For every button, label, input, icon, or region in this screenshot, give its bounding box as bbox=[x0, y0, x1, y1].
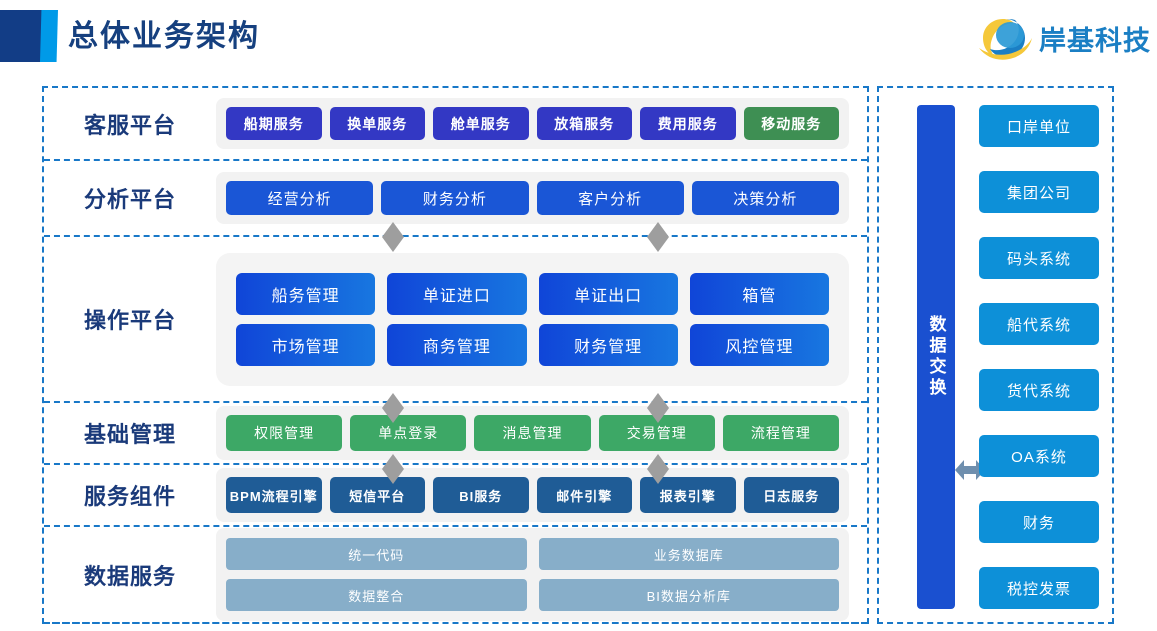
button-customer-analysis[interactable]: 客户分析 bbox=[536, 181, 684, 215]
button-decision-analysis[interactable]: 决策分析 bbox=[691, 181, 839, 215]
button-business-analysis[interactable]: 经营分析 bbox=[226, 181, 374, 215]
external-systems-list: 口岸单位 集团公司 码头系统 船代系统 货代系统 OA系统 财务 税控发票 bbox=[979, 105, 1099, 609]
band-operation-platform: 操作平台 船务管理 单证进口 单证出口 箱管 市场管理 商务管理 财务管理 风控… bbox=[44, 237, 867, 403]
data-services-row-1: 统一代码 业务数据库 bbox=[226, 538, 839, 570]
architecture-stack: 客服平台 船期服务 换单服务 舱单服务 放箱服务 费用服务 移动服务 分析平台 … bbox=[42, 86, 869, 624]
button-sms-platform[interactable]: 短信平台 bbox=[329, 477, 425, 513]
button-manifest-service[interactable]: 舱单服务 bbox=[433, 107, 529, 140]
button-fee-service[interactable]: 费用服务 bbox=[640, 107, 736, 140]
band-label-service-components: 服务组件 bbox=[83, 484, 176, 509]
band-body-operation-platform: 船务管理 单证进口 单证出口 箱管 市场管理 商务管理 财务管理 风控管理 bbox=[216, 252, 849, 386]
button-transaction-management[interactable]: 交易管理 bbox=[598, 415, 715, 451]
panel-customer-service: 船期服务 换单服务 舱单服务 放箱服务 费用服务 移动服务 bbox=[216, 98, 849, 149]
panel-basic-management: 权限管理 单点登录 消息管理 交易管理 流程管理 bbox=[216, 406, 849, 460]
button-document-export[interactable]: 单证出口 bbox=[538, 272, 678, 315]
button-document-import[interactable]: 单证进口 bbox=[387, 272, 527, 315]
panel-service-components: BPM流程引擎 短信平台 BI服务 邮件引擎 报表引擎 日志服务 bbox=[216, 468, 849, 522]
band-data-services: 数据服务 统一代码 业务数据库 数据整合 BI数据分析库 bbox=[44, 527, 867, 624]
external-item-finance[interactable]: 财务 bbox=[979, 501, 1099, 543]
external-item-port-authority[interactable]: 口岸单位 bbox=[979, 105, 1099, 147]
band-body-analysis-platform: 经营分析 财务分析 客户分析 决策分析 bbox=[216, 172, 849, 224]
button-container-management[interactable]: 箱管 bbox=[689, 272, 829, 315]
button-exchange-order-service[interactable]: 换单服务 bbox=[329, 107, 425, 140]
double-arrow-horizontal-icon bbox=[955, 460, 985, 480]
header-accent-stripe bbox=[40, 10, 58, 62]
panel-operation-platform: 船务管理 单证进口 单证出口 箱管 市场管理 商务管理 财务管理 风控管理 bbox=[216, 252, 849, 386]
band-label-operation-platform: 操作平台 bbox=[83, 308, 176, 333]
band-label-data-services: 数据服务 bbox=[83, 563, 176, 589]
wave-circle-logo-icon bbox=[979, 19, 1032, 60]
band-body-service-components: BPM流程引擎 短信平台 BI服务 邮件引擎 报表引擎 日志服务 bbox=[216, 468, 849, 522]
band-label-customer-service: 客服平台 bbox=[83, 112, 176, 138]
external-item-group-company[interactable]: 集团公司 bbox=[979, 171, 1099, 213]
panel-analysis-platform: 经营分析 财务分析 客户分析 决策分析 bbox=[216, 172, 849, 224]
button-market-management[interactable]: 市场管理 bbox=[236, 323, 376, 366]
data-exchange-label: 数据交换 bbox=[926, 315, 946, 399]
architecture-diagram: 客服平台 船期服务 换单服务 舱单服务 放箱服务 费用服务 移动服务 分析平台 … bbox=[42, 86, 1114, 624]
button-risk-management[interactable]: 风控管理 bbox=[689, 323, 829, 366]
button-mail-engine[interactable]: 邮件引擎 bbox=[536, 477, 632, 513]
button-permission-management[interactable]: 权限管理 bbox=[226, 415, 343, 451]
button-log-service[interactable]: 日志服务 bbox=[743, 477, 839, 513]
page-header: 总体业务架构 岸基科技 bbox=[0, 0, 1157, 74]
button-commerce-management[interactable]: 商务管理 bbox=[387, 323, 527, 366]
external-item-oa-system[interactable]: OA系统 bbox=[979, 435, 1099, 477]
button-business-database[interactable]: 业务数据库 bbox=[538, 538, 839, 570]
band-body-basic-management: 权限管理 单点登录 消息管理 交易管理 流程管理 bbox=[216, 406, 849, 460]
button-bpm-process-engine[interactable]: BPM流程引擎 bbox=[226, 477, 322, 513]
band-service-components: 服务组件 BPM流程引擎 短信平台 BI服务 邮件引擎 报表引擎 日志服务 bbox=[44, 465, 867, 527]
brand-name: 岸基科技 bbox=[1039, 25, 1151, 56]
band-analysis-platform: 分析平台 经营分析 财务分析 客户分析 决策分析 bbox=[44, 161, 867, 237]
data-services-row-2: 数据整合 BI数据分析库 bbox=[226, 579, 839, 611]
brand-logo: 岸基科技 bbox=[977, 14, 1151, 62]
button-process-management[interactable]: 流程管理 bbox=[722, 415, 840, 451]
operation-row-2: 市场管理 商务管理 财务管理 风控管理 bbox=[236, 323, 829, 366]
button-financial-analysis[interactable]: 财务分析 bbox=[381, 181, 529, 215]
band-label-basic-management: 基础管理 bbox=[83, 422, 176, 447]
button-unified-code[interactable]: 统一代码 bbox=[226, 538, 527, 570]
button-mobile-service[interactable]: 移动服务 bbox=[743, 107, 839, 140]
external-item-tax-invoice[interactable]: 税控发票 bbox=[979, 567, 1099, 609]
external-item-terminal-system[interactable]: 码头系统 bbox=[979, 237, 1099, 279]
button-message-management[interactable]: 消息管理 bbox=[474, 415, 591, 451]
page-title: 总体业务架构 bbox=[68, 20, 260, 53]
button-shipping-management[interactable]: 船务管理 bbox=[236, 272, 376, 315]
operation-row-1: 船务管理 单证进口 单证出口 箱管 bbox=[236, 272, 829, 315]
button-bi-data-warehouse[interactable]: BI数据分析库 bbox=[538, 579, 839, 611]
band-customer-service: 客服平台 船期服务 换单服务 舱单服务 放箱服务 费用服务 移动服务 bbox=[44, 88, 867, 161]
button-data-integration[interactable]: 数据整合 bbox=[226, 579, 527, 611]
button-bi-service[interactable]: BI服务 bbox=[433, 477, 529, 513]
button-ship-schedule-service[interactable]: 船期服务 bbox=[226, 107, 322, 140]
external-item-freight-forwarder-system[interactable]: 货代系统 bbox=[979, 369, 1099, 411]
button-container-release-service[interactable]: 放箱服务 bbox=[536, 107, 632, 140]
band-label-analysis-platform: 分析平台 bbox=[83, 187, 176, 212]
band-body-customer-service: 船期服务 换单服务 舱单服务 放箱服务 费用服务 移动服务 bbox=[216, 98, 849, 149]
external-item-shipping-agency-system[interactable]: 船代系统 bbox=[979, 303, 1099, 345]
button-single-sign-on[interactable]: 单点登录 bbox=[350, 415, 467, 451]
button-report-engine[interactable]: 报表引擎 bbox=[640, 477, 736, 513]
band-basic-management: 基础管理 权限管理 单点登录 消息管理 交易管理 流程管理 bbox=[44, 403, 867, 465]
external-systems-panel: 数据交换 口岸单位 集团公司 码头系统 船代系统 货代系统 OA系统 财务 税控… bbox=[877, 86, 1114, 624]
data-exchange-bar: 数据交换 bbox=[917, 105, 955, 609]
button-finance-management[interactable]: 财务管理 bbox=[538, 323, 678, 366]
band-body-data-services: 统一代码 业务数据库 数据整合 BI数据分析库 bbox=[216, 528, 849, 621]
panel-data-services: 统一代码 业务数据库 数据整合 BI数据分析库 bbox=[216, 528, 849, 621]
